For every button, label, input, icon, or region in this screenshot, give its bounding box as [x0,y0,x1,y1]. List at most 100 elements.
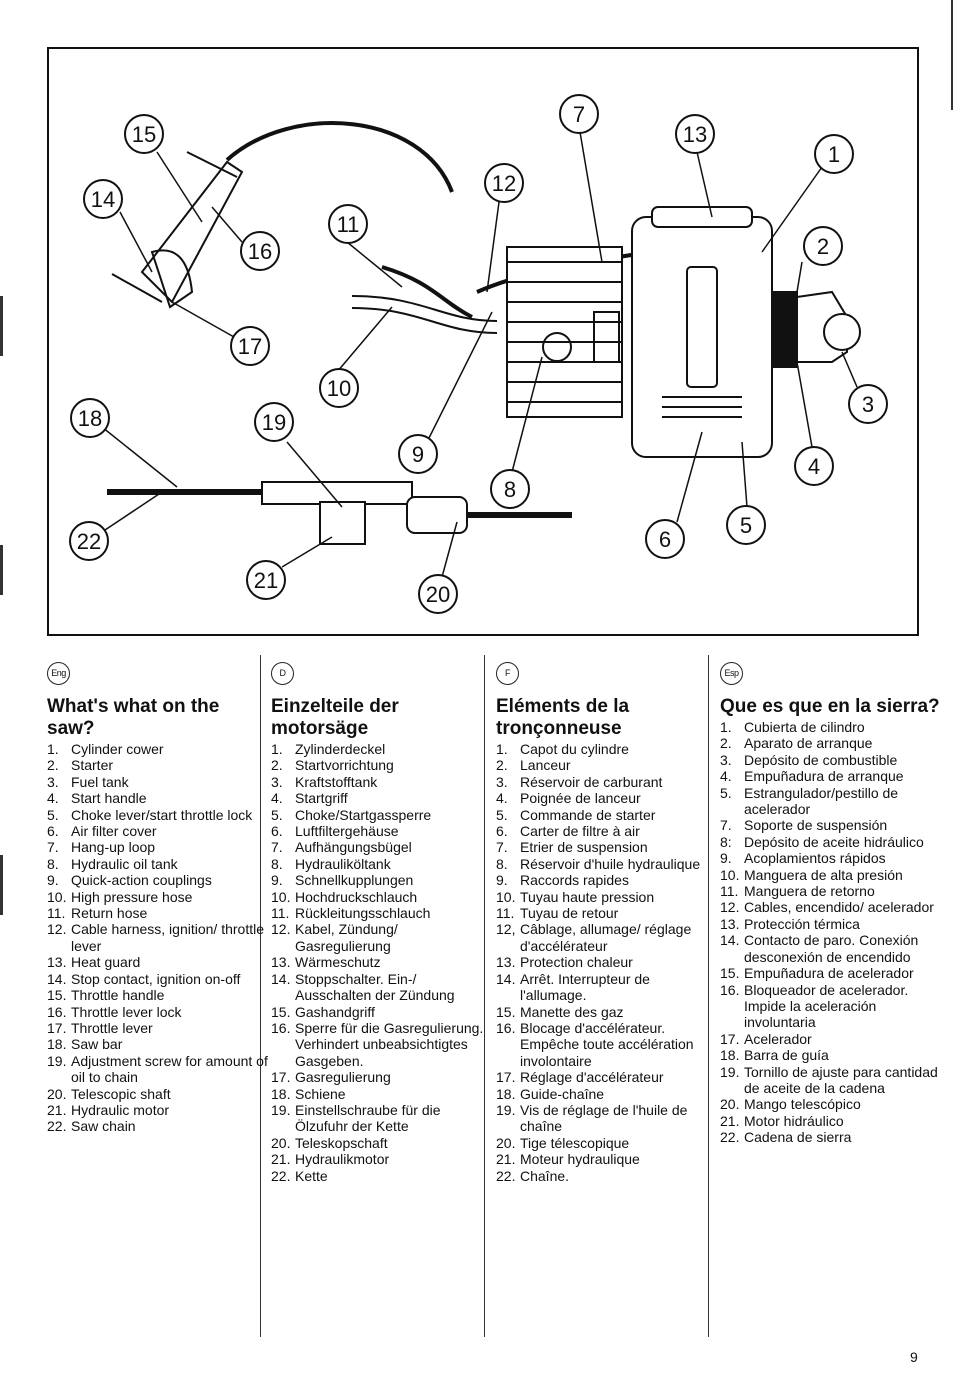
list-item: 22.Cadena de sierra [720,1129,852,1146]
callout-13: 13 [683,122,707,147]
language-icon-french: F [496,662,519,685]
list-item: 20.Telescopic shaft [47,1085,171,1102]
list-item: 21.Motor hidráulico [720,1112,844,1129]
callout-11: 11 [337,212,360,237]
list-item: 18.Saw bar [47,1036,123,1053]
list-item: 1.Cylinder cower [47,741,164,757]
callout-21: 21 [254,568,278,593]
callout-14: 14 [91,187,115,212]
callout-18: 18 [78,406,102,431]
list-item: 11.Rückleitungsschlauch [271,905,431,922]
list-item: 17.Throttle lever [47,1019,153,1036]
scan-edge-mark [0,545,3,595]
saw-illustration: 1 2 3 4 5 6 7 8 9 10 11 12 13 14 15 16 1… [69,94,888,614]
list-item: 16.Bloqueador de acelerador. Impide la a… [720,981,909,1031]
list-item: 19.Vis de réglage de l'huile de chaîne [496,1101,688,1135]
column-divider [708,655,709,1337]
list-item: 9.Raccords rapides [496,872,629,889]
list-item: 21.Hydraulikmotor [271,1151,390,1168]
list-item: 5.Estrangulador/pestillo de acelerador [720,784,899,818]
callout-5: 5 [740,513,752,538]
list-item: 16.Blocage d'accélérateur. Empêche toute… [496,1019,694,1069]
list-item: 4.Poignée de lanceur [496,790,641,807]
list-item: 4.Empuñadura de arranque [720,768,904,785]
list-item: 12,Câblage, allumage/ réglage d'accéléra… [496,921,692,954]
callout-6: 6 [659,527,671,552]
list-item: 14.Stop contact, ignition on-off [47,970,241,987]
list-item: 15.Gashandgriff [271,1003,375,1020]
callout-1: 1 [828,142,840,167]
list-item: 8.Hydraulic oil tank [47,855,178,872]
parts-list-german: D Einzelteile der motorsäge 1.Zylinderde… [271,662,493,1184]
list-item: 11.Return hose [47,905,148,922]
list-item: 7.Etrier de suspension [496,839,648,856]
list-item: 5.Commande de starter [496,806,656,823]
list-item: 15.Empuñadura de acelerador [720,965,914,982]
list-item: 4.Start handle [47,790,147,807]
list-item: 7.Soporte de suspensión [720,817,888,834]
list-item: 22.Saw chain [47,1118,136,1135]
list-item: 22.Kette [271,1167,328,1184]
list-item: 8.Hydrauliköltank [271,855,391,872]
list-item: 3.Depósito de combustible [720,751,898,768]
list-item: 13.Wärmeschutz [271,954,381,971]
list-item: 10.High pressure hose [47,888,193,905]
list-item: 11.Manguera de retorno [720,883,875,900]
language-icon-english: Eng [47,662,70,685]
list-item: 9.Quick-action couplings [47,872,212,889]
list-item: 20.Tige télescopique [496,1134,630,1151]
callout-22: 22 [77,529,101,554]
list-item: 7.Aufhängungsbügel [271,839,412,856]
callout-12: 12 [492,171,516,196]
callout-9: 9 [412,442,424,467]
list-item: 13.Protección térmica [720,915,860,932]
list-item: 19.Adjustment screw for amount of oil to… [47,1052,268,1086]
list-item: 3.Réservoir de carburant [496,773,663,790]
scan-edge-mark [951,0,953,110]
list-item: 13.Protection chaleur [496,954,633,971]
list-item: 9.Schnellkupplungen [271,872,414,889]
list-item: 10.Manguera de alta presión [720,866,903,883]
parts-list-english: Eng What's what on the saw? 1.Cylinder c… [47,662,269,1135]
column-divider [260,655,261,1337]
list-item: 7.Hang-up loop [47,839,156,856]
list-item: 1.Capot du cylindre [496,741,629,757]
list-item: 11.Tuyau de retour [496,905,619,922]
callout-2: 2 [817,234,829,259]
callout-8: 8 [504,477,516,502]
list-item: 9.Acoplamientos rápidos [720,850,886,867]
list-item: 20.Teleskopschaft [271,1134,388,1151]
list-item: 16.Sperre für die Gasregulierung. Verhin… [271,1019,484,1069]
list-item: 18.Guide-chaîne [496,1085,605,1102]
saw-illustration-frame: 1 2 3 4 5 6 7 8 9 10 11 12 13 14 15 16 1… [47,47,919,636]
list-item: 8:Depósito de aceite hidráulico [720,833,924,850]
list-item: 1.Cubierta de cilindro [720,719,865,735]
list-item: 14.Contacto de paro. Conexión desconexió… [720,932,919,965]
list-item: 13.Heat guard [47,954,141,971]
callout-10: 10 [327,376,351,401]
list-item: 17.Réglage d'accélérateur [496,1069,664,1086]
list-item: 15.Throttle handle [47,987,165,1004]
callout-20: 20 [426,582,450,607]
callout-16: 16 [248,239,272,264]
list-item: 21.Moteur hydraulique [496,1151,640,1168]
list-item: 20.Mango telescópico [720,1096,861,1113]
list-item: 14.Arrêt. Interrupteur de l'allumage. [496,970,650,1004]
list-item: 12.Cable harness, ignition/ throttle lev… [47,921,264,954]
language-icon-german: D [271,662,294,685]
list-item: 3.Fuel tank [47,773,129,790]
scan-edge-mark [0,855,3,915]
callout-15: 15 [132,122,156,147]
list-item: 6.Air filter cover [47,823,157,840]
list-item: 12.Kabel, Zündung/ Gasregulierung [271,921,398,954]
column-title: Einzelteile der motorsäge [271,696,399,739]
column-title: Que es que en la sierra? [720,696,940,717]
list-item: 2.Startvorrichtung [271,757,394,774]
list-item: 16.Throttle lever lock [47,1003,182,1020]
list-item: 10.Hochdruckschlauch [271,888,418,905]
list-item: 17.Acelerador [720,1030,812,1047]
list-item: 12.Cables, encendido/ acelerador [720,899,934,916]
parts-list-spanish: Esp Que es que en la sierra? 1.Cubierta … [720,662,942,1146]
language-icon-spanish: Esp [720,662,743,685]
callout-19: 19 [262,410,286,435]
